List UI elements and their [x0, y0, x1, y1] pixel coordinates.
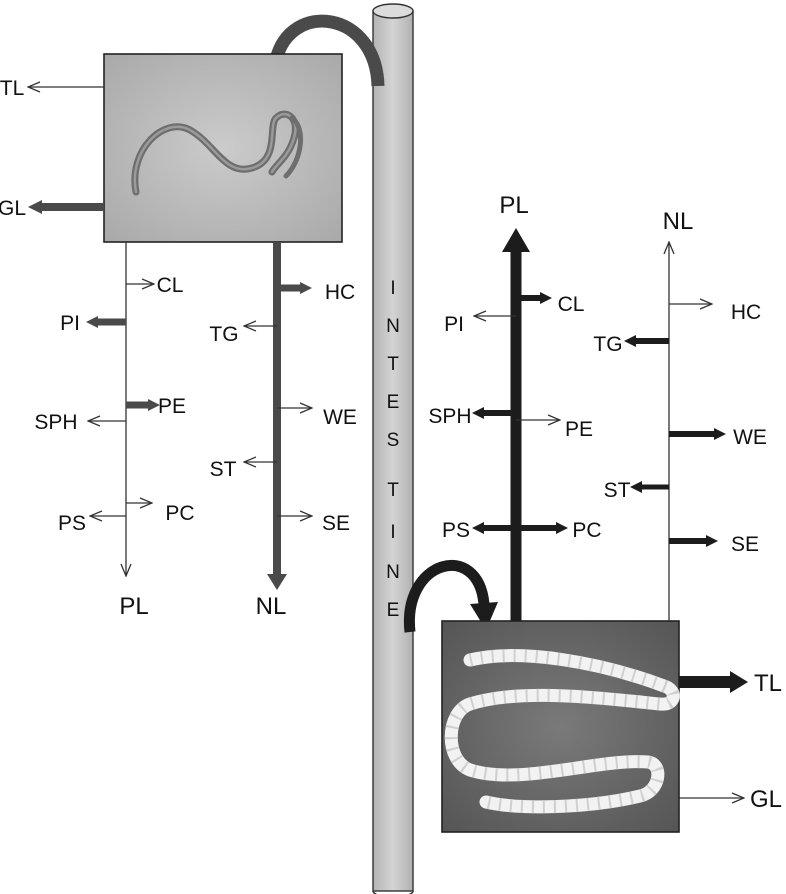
nem-hc-label: HC [325, 281, 355, 304]
nem-pl-label: PL [119, 593, 148, 620]
nem-pe-label: PE [158, 395, 186, 418]
nem-pi-label: PI [60, 312, 80, 335]
ces-pc-arrow [516, 522, 568, 534]
intestine-letter: T [387, 354, 399, 375]
intestine-tube [372, 3, 414, 894]
nem-se-label: SE [322, 512, 350, 535]
ces-st-arrow [630, 481, 669, 493]
ces-ps-arrow [472, 522, 516, 534]
nem-we-label: WE [323, 406, 357, 429]
ces-gl-label: GL [750, 786, 782, 813]
intestine-letter: T [387, 480, 399, 501]
nem-ps-label: PS [58, 512, 86, 535]
intestine-label: I N T E S T I N E [386, 278, 400, 621]
intestine-letter: E [387, 392, 400, 413]
ces-sph-label: SPH [428, 405, 471, 428]
intestine-letter: S [387, 430, 400, 451]
nem-pi-arrow [86, 316, 126, 328]
intestine-letter: N [386, 562, 400, 583]
curved-arrow-to-cestode [403, 559, 498, 633]
intestine-letter: E [387, 600, 400, 621]
intestine-letter: N [386, 316, 400, 337]
ces-nl-label: NL [663, 208, 694, 235]
ces-cl-label: CL [558, 293, 585, 316]
ces-hc-label: HC [731, 301, 761, 324]
nem-nl-label: NL [256, 593, 287, 620]
ces-cl-arrow [516, 292, 552, 304]
nem-hc-arrow [277, 282, 312, 294]
ces-se-label: SE [731, 533, 759, 556]
nematode-photo [103, 53, 343, 243]
intestine-letter: I [390, 278, 395, 299]
nem-pe-arrow [126, 399, 160, 411]
ces-se-arrow [669, 535, 718, 547]
intestine-letter: I [390, 522, 395, 543]
nem-sph-label: SPH [34, 411, 77, 434]
nem-pc-label: PC [165, 502, 194, 525]
nem-gl-label: GL [0, 197, 26, 220]
nem-tl-label: TL [0, 77, 24, 100]
ces-tg-arrow [624, 335, 669, 347]
ces-we-label: WE [733, 426, 767, 449]
ces-tl-arrow [679, 671, 748, 693]
nem-tg-label: TG [209, 323, 238, 346]
cestode-photo [441, 620, 680, 833]
ces-ps-label: PS [442, 519, 470, 542]
ces-pe-label: PE [565, 418, 593, 441]
ces-pi-label: PI [444, 313, 464, 336]
ces-tl-label: TL [754, 670, 782, 697]
ces-we-arrow [669, 428, 726, 440]
nem-st-label: ST [210, 458, 237, 481]
ces-pc-label: PC [572, 519, 601, 542]
ces-tg-label: TG [593, 333, 622, 356]
nem-cl-label: CL [157, 274, 184, 297]
ces-sph-arrow [472, 407, 516, 419]
nem-nl-stem [267, 242, 287, 590]
ces-pl-stem [502, 228, 530, 621]
nem-gl-arrow [28, 200, 104, 214]
ces-st-label: ST [604, 479, 631, 502]
ces-pl-label: PL [499, 192, 528, 219]
